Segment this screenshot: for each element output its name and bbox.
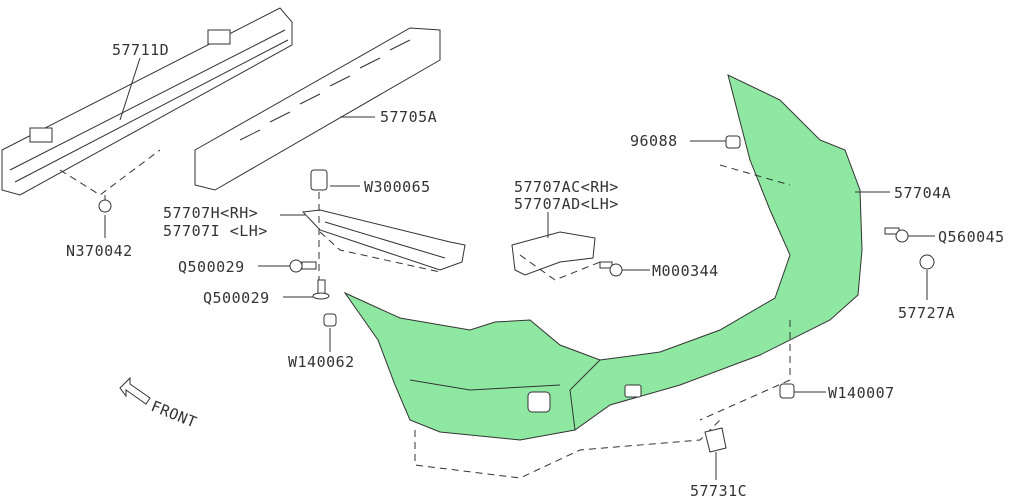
clip-icon	[779, 383, 795, 399]
reinforcement-beam	[1, 7, 293, 196]
clip-icon	[310, 169, 328, 191]
label-57704a: 57704A	[894, 184, 951, 202]
front-arrow-icon	[119, 376, 151, 405]
label-w140007: W140007	[828, 384, 895, 402]
label-57707ac: 57707AC<RH>	[514, 178, 619, 196]
screw-icon	[599, 261, 623, 277]
label-w300065: W300065	[364, 178, 431, 196]
screw-icon	[312, 279, 330, 300]
screw-icon	[884, 227, 909, 243]
screw-icon	[289, 259, 317, 273]
cap-icon	[919, 254, 935, 270]
label-57707i: 57707I <LH>	[163, 222, 268, 240]
label-57711d: 57711D	[112, 41, 169, 59]
label-57707ad: 57707AD<LH>	[514, 195, 619, 213]
label-m000344: M000344	[652, 262, 719, 280]
label-57707h: 57707H<RH>	[163, 204, 258, 222]
clip-icon	[725, 135, 741, 149]
label-n370042: N370042	[66, 242, 133, 260]
clip-icon	[323, 313, 337, 327]
label-57731c: 57731C	[690, 482, 747, 499]
center-bracket	[301, 209, 466, 271]
nut-icon	[98, 199, 112, 213]
label-57705a: 57705A	[380, 108, 437, 126]
label-q560045: Q560045	[938, 228, 1005, 246]
energy-absorber	[194, 27, 441, 191]
label-q500029-b: Q500029	[203, 289, 270, 307]
label-front: FRONT	[149, 397, 200, 432]
leader-lines	[104, 57, 935, 480]
bumper-face	[343, 74, 863, 441]
label-96088: 96088	[630, 132, 678, 150]
label-w140062: W140062	[288, 353, 355, 371]
cover-icon	[704, 427, 727, 453]
label-q500029-a: Q500029	[178, 258, 245, 276]
label-57727a: 57727A	[898, 304, 955, 322]
